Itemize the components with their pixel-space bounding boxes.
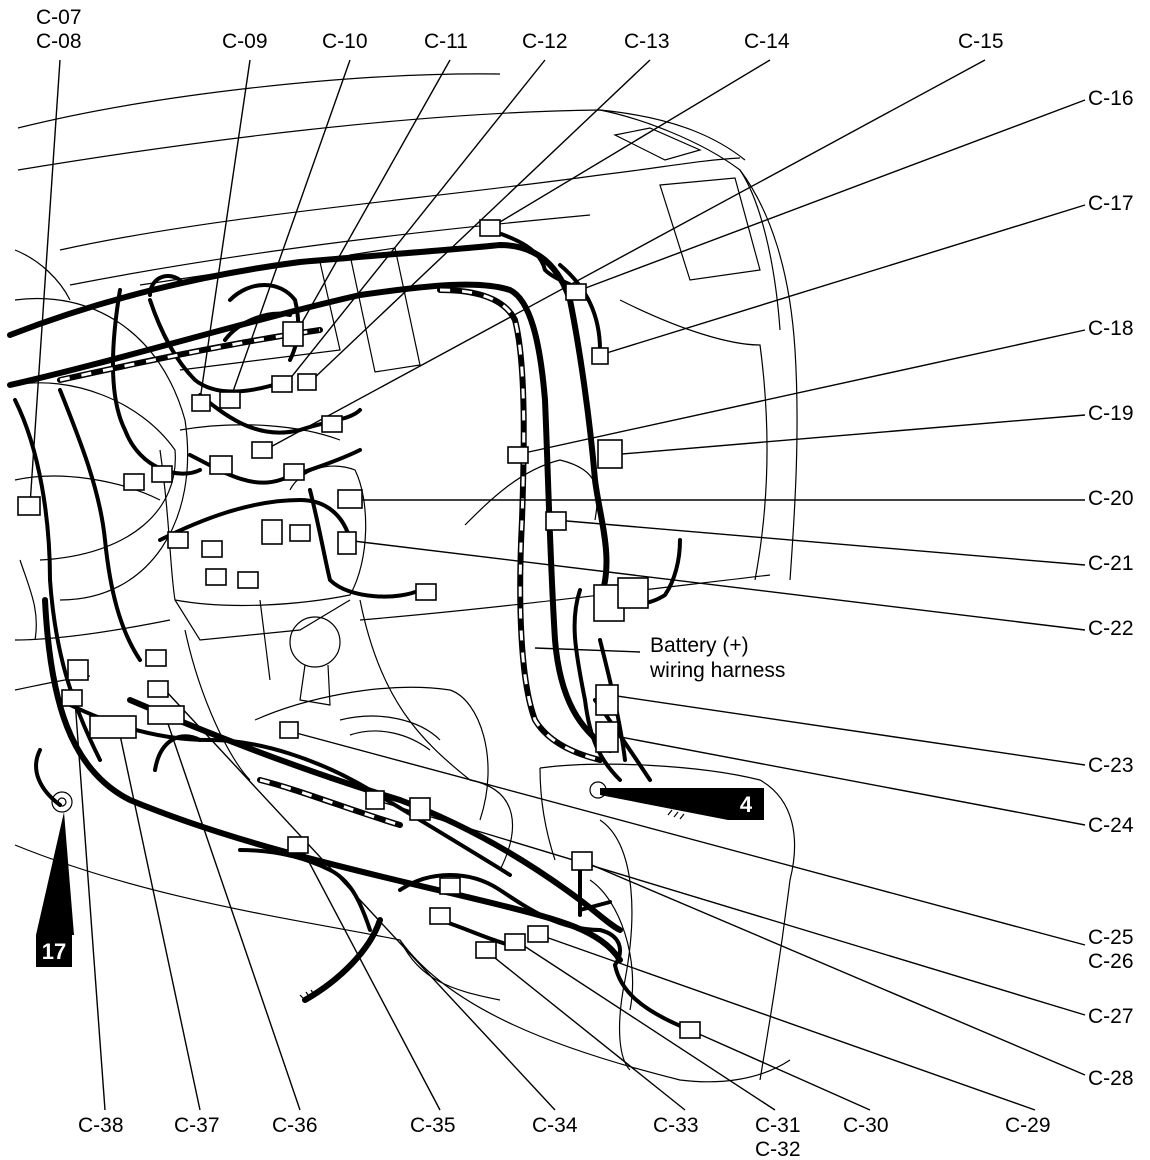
label-c15: C-15 (958, 30, 1004, 53)
connector-c22 (337, 531, 357, 555)
label-c17: C-17 (1088, 192, 1134, 215)
label-c34: C-34 (532, 1114, 578, 1137)
connector-c34 (147, 680, 169, 698)
leader-lines (29, 59, 1086, 1111)
connector-c14 (479, 219, 501, 237)
label-c27: C-27 (1088, 1005, 1134, 1028)
label-c25: C-25 (1088, 926, 1134, 949)
connector-c31-c32 (504, 933, 526, 951)
connector-c29 (527, 925, 549, 943)
label-c26: C-26 (1088, 950, 1134, 973)
connector-c12 (271, 375, 293, 393)
label-c29: C-29 (1005, 1114, 1051, 1137)
ground-point-4-label: 4 (740, 792, 753, 817)
label-c38: C-38 (78, 1114, 124, 1137)
connector-c21 (545, 511, 567, 531)
label-c31: C-31 (755, 1114, 801, 1137)
ground-terminal-17 (51, 791, 73, 813)
connector-c16 (565, 283, 587, 301)
connector-c09 (191, 394, 211, 412)
connector-c30 (679, 1021, 701, 1039)
connector-c07-c08 (17, 496, 41, 516)
label-c24: C-24 (1088, 814, 1134, 837)
connector-c23 (595, 684, 619, 716)
label-c10: C-10 (322, 30, 368, 53)
connector-c20 (337, 489, 363, 509)
label-c37: C-37 (174, 1114, 220, 1137)
label-c33: C-33 (653, 1114, 699, 1137)
connector-c13 (297, 373, 317, 391)
connector-c11 (282, 321, 304, 347)
label-c20: C-20 (1088, 487, 1134, 510)
connector-c25-c26 (279, 721, 299, 739)
label-c14: C-14 (744, 30, 790, 53)
label-c23: C-23 (1088, 754, 1134, 777)
connector-c36 (147, 705, 185, 725)
label-c07: C-07 (36, 6, 82, 29)
label-c18: C-18 (1088, 317, 1134, 340)
label-c09: C-09 (222, 30, 268, 53)
connector-c38 (61, 689, 83, 707)
connectors (17, 219, 701, 1039)
label-c32: C-32 (755, 1138, 801, 1160)
label-c21: C-21 (1088, 552, 1134, 575)
label-c11: C-11 (424, 30, 468, 53)
label-c36: C-36 (272, 1114, 318, 1137)
connector-c35 (287, 836, 309, 854)
connector-c18 (507, 446, 529, 464)
connector-labels: C-07 C-08 C-09 C-10 C-11 C-12 C-13 C-14 … (36, 6, 1134, 1160)
connector-c17 (591, 347, 609, 365)
battery-harness-label-line1: Battery (+) (650, 634, 749, 657)
battery-harness-label-line2: wiring harness (649, 659, 785, 682)
connector-c10 (219, 391, 241, 409)
label-c28: C-28 (1088, 1067, 1134, 1090)
label-c35: C-35 (410, 1114, 456, 1137)
ground-point-17-label: 17 (42, 939, 66, 964)
connector-c24 (595, 721, 619, 753)
connector-c19 (597, 439, 623, 469)
connector-c37 (89, 715, 137, 739)
label-c12: C-12 (522, 30, 568, 53)
connector-c15 (251, 441, 273, 459)
label-c22: C-22 (1088, 617, 1134, 640)
label-c13: C-13 (624, 30, 670, 53)
label-c19: C-19 (1088, 402, 1134, 425)
label-c08: C-08 (36, 30, 82, 53)
label-c16: C-16 (1088, 87, 1134, 110)
connector-c33 (475, 941, 497, 959)
label-c30: C-30 (843, 1114, 889, 1137)
ground-callout-17: 17 (36, 812, 74, 967)
connector-c28 (571, 851, 593, 871)
ground-callout-4: 4 (600, 788, 764, 820)
connector-c27 (365, 790, 385, 810)
